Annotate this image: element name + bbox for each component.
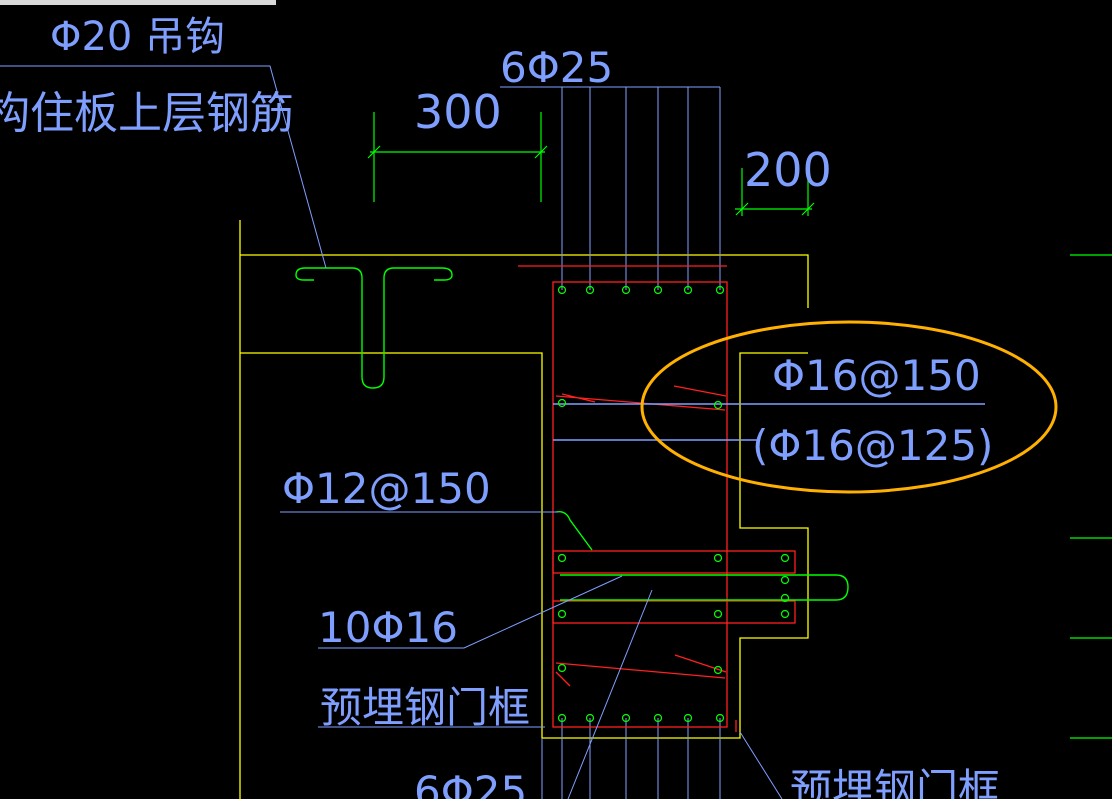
side-tie-upper bbox=[552, 550, 796, 574]
rebar-dot-top-2 bbox=[585, 285, 595, 295]
rebar-dot-mid-11 bbox=[557, 663, 567, 673]
label-hook: Φ20 吊钩 bbox=[50, 14, 225, 60]
dim-200-tick-left bbox=[735, 202, 749, 216]
leader-hook bbox=[0, 65, 327, 269]
side-bar-upper bbox=[560, 574, 849, 601]
label-embedded-frame-right: 预埋钢门框 bbox=[790, 765, 1000, 799]
slab-bottom-edge bbox=[240, 352, 809, 739]
rebar-dot-top-4 bbox=[653, 285, 663, 295]
slab-top-edge bbox=[240, 254, 809, 308]
side-bar-hook-top bbox=[555, 510, 593, 551]
rebar-dot-mid-1 bbox=[557, 398, 567, 408]
stirrups bbox=[518, 265, 796, 732]
rebar-dot-mid-2 bbox=[713, 400, 723, 410]
label-middle-bars: 10Φ16 bbox=[318, 603, 458, 652]
rebar-dot-mid-7 bbox=[780, 593, 790, 603]
rebar-dot-mid-4 bbox=[713, 553, 723, 563]
leader-frame-right bbox=[739, 731, 783, 799]
rebar-dot-top-5 bbox=[683, 285, 693, 295]
diagonal-tie-lower bbox=[555, 654, 727, 679]
green-rebar bbox=[295, 267, 985, 601]
diagonal-tie-upper bbox=[555, 393, 726, 411]
leader-frame-diagonal bbox=[567, 589, 653, 799]
label-spacing-main: Φ16@150 bbox=[772, 351, 981, 400]
main-stirrup bbox=[552, 281, 728, 728]
dimension-300 bbox=[367, 112, 548, 202]
rebar-dot-top-6 bbox=[715, 285, 725, 295]
rebar-dot-mid-6 bbox=[780, 575, 790, 585]
dim-300-tick-right bbox=[534, 145, 548, 159]
dim-300-tick-left bbox=[367, 145, 381, 159]
leader-middle-bars bbox=[318, 575, 623, 649]
rebar-dot-mid-10 bbox=[713, 609, 723, 619]
side-tie-lower bbox=[552, 600, 796, 624]
rebar-dot-top-3 bbox=[621, 285, 631, 295]
dim-200-tick-right bbox=[801, 202, 815, 216]
column-bars bbox=[541, 87, 721, 799]
rebar-dot-bottom-2 bbox=[585, 713, 595, 723]
rebar-dot-mid-3 bbox=[557, 553, 567, 563]
rebar-dot-bottom-5 bbox=[683, 713, 693, 723]
label-stirrup-side: Φ12@150 bbox=[282, 464, 491, 513]
label-dim-200: 200 bbox=[744, 143, 832, 197]
edge-ticks bbox=[1070, 254, 1112, 739]
dimension-200 bbox=[735, 168, 815, 216]
rebar-dot-top-1 bbox=[557, 285, 567, 295]
label-dim-300: 300 bbox=[414, 85, 502, 139]
lifting-hook-bar bbox=[295, 267, 453, 389]
label-bottom-bars: 6Φ25 bbox=[414, 767, 527, 799]
rebar-dot-mid-8 bbox=[780, 609, 790, 619]
labels: Φ20 吊钩 构住板上层钢筋 6Φ25 300 200 Φ16@150 (Φ16… bbox=[0, 14, 1000, 799]
window-top-strip bbox=[0, 0, 276, 5]
rebar-dot-mid-5 bbox=[780, 553, 790, 563]
label-slab-top-rebar: 构住板上层钢筋 bbox=[0, 88, 294, 139]
diagonal-tie-upper-hook bbox=[673, 385, 727, 397]
highlight-ellipse bbox=[640, 320, 1058, 494]
rebar-dot-mid-9 bbox=[557, 609, 567, 619]
diagonal-tie-lower-hook bbox=[555, 671, 571, 687]
label-top-bars: 6Φ25 bbox=[500, 43, 613, 92]
leader-lines bbox=[0, 65, 783, 799]
label-embedded-frame-left: 预埋钢门框 bbox=[320, 683, 530, 732]
rebar-dot-bottom-3 bbox=[621, 713, 631, 723]
rebar-dot-bottom-6 bbox=[715, 713, 725, 723]
lifting-hook-bar-inner bbox=[295, 274, 314, 281]
rebar-dot-mid-12 bbox=[713, 665, 723, 675]
rebar-dot-bottom-4 bbox=[653, 713, 663, 723]
rebar-dot-bottom-1 bbox=[557, 713, 567, 723]
rebar-dots bbox=[557, 285, 790, 723]
label-spacing-alt: (Φ16@125) bbox=[752, 421, 993, 470]
